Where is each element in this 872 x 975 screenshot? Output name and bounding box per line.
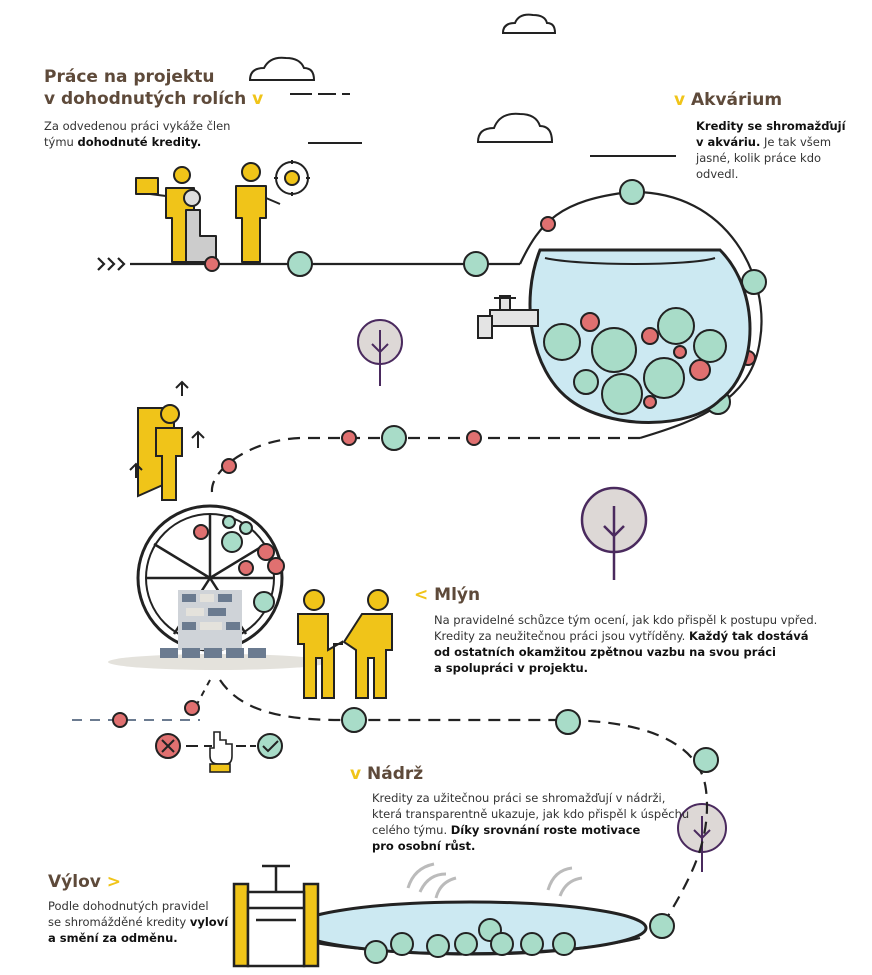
credit-coral [204, 256, 220, 272]
mill-bold-line2: Každý tak dostává [688, 629, 809, 643]
gear-cycle-icon [274, 160, 310, 196]
credit-mint [741, 269, 767, 295]
handshake-icon [297, 589, 393, 699]
water-wheel-icon [108, 504, 328, 670]
climbing-person-icon [129, 380, 205, 501]
mill-description: Na pravidelné schůzce tým ocení, jak kdo… [434, 612, 854, 676]
mill-bold-line3: od ostatních okamžitou zpětnou vazbu na … [434, 645, 776, 659]
mill-text-line2: Kredity za neužitečnou práci jsou vytříd… [434, 629, 689, 643]
chevron-down-icon: v [674, 90, 686, 110]
aquarium-title-text: Akvárium [691, 90, 783, 110]
catch-text-line1: Podle dohodnutých pravidel [48, 899, 209, 913]
credit-mint [463, 251, 489, 277]
aquarium-bold-line2: v akváriu. [696, 135, 761, 149]
tree-icon [677, 803, 727, 872]
credit-path-lower [195, 679, 211, 707]
aquarium-title: v Akvárium [674, 90, 782, 110]
credit-coral [466, 430, 482, 446]
credit-mint [649, 913, 675, 939]
chevron-right-icon: > [106, 872, 121, 892]
work-title-line2: v dohodnutých rolích [44, 89, 247, 109]
accept-icon [257, 733, 283, 759]
cloud-icon [476, 112, 676, 157]
catch-title-text: Výlov [48, 872, 101, 892]
aquarium-text-line3: jasné, kolik práce kdo [696, 151, 822, 165]
catch-title: Výlov > [48, 872, 121, 892]
credit-coral [341, 430, 357, 446]
tank-pond [292, 900, 648, 964]
chevron-down-icon: v [252, 89, 264, 109]
work-text-bold: dohodnuté kredity. [77, 135, 202, 149]
tank-title-text: Nádrž [367, 764, 424, 784]
aquarium-bold-line1: Kredity se shromažďují [696, 119, 846, 133]
tank-title: v Nádrž [350, 764, 423, 784]
catch-bold-line2: vyloví [189, 915, 229, 929]
mill-text-line1: Na pravidelné schůzce tým ocení, jak kdo… [434, 613, 818, 627]
credit-mint [619, 179, 645, 205]
credit-coral [221, 458, 237, 474]
cloud-icon [248, 56, 350, 95]
credit-mint [693, 747, 719, 773]
gate-icon [232, 864, 320, 968]
cloud-icon [501, 13, 557, 34]
credit-mint [287, 251, 313, 277]
people-working-icon [135, 162, 281, 263]
mill-title-text: Mlýn [434, 585, 481, 605]
hand-pointer-icon [209, 731, 233, 773]
catch-bold-line3: a smění za odměnu. [48, 931, 178, 945]
mill-bold-line4: a spolupráci v projektu. [434, 661, 589, 675]
credit-mint [555, 709, 581, 735]
tank-text-line3: celého týmu. [372, 823, 451, 837]
tank-bold-line3: Díky srovnání roste motivace [450, 823, 641, 837]
aquarium-bowl [528, 248, 752, 424]
credit-mint [341, 707, 367, 733]
tree-icon [357, 319, 403, 386]
credit-coral [184, 700, 200, 716]
mill-title: < Mlýn [414, 585, 480, 605]
work-title-line1: Práce na projektu [44, 67, 215, 87]
credit-mint [381, 425, 407, 451]
credit-coral [112, 712, 128, 728]
reject-icon [155, 733, 181, 759]
aquarium-text-line4: odvedl. [696, 167, 739, 181]
credit-path-lower [219, 679, 708, 927]
work-text-line1: Za odvedenou práci vykáže člen [44, 119, 231, 133]
work-title: Práce na projektu v dohodnutých rolích v [44, 66, 263, 110]
chevron-down-icon: v [350, 764, 362, 784]
tank-description: Kredity za užitečnou práci se shromažďuj… [372, 790, 702, 854]
tank-text-line2: která transparentně ukazuje, jak kdo při… [372, 807, 690, 821]
faucet-icon [477, 295, 539, 339]
tree-icon [580, 486, 648, 580]
catch-text-line2: se shromážděné kredity [48, 915, 190, 929]
work-text-line2: týmu [44, 135, 78, 149]
tank-bold-line4: pro osobní růst. [372, 839, 476, 853]
aquarium-text-line2: Je tak všem [760, 135, 832, 149]
aquarium-description: Kredity se shromažďují v akváriu. Je tak… [696, 118, 866, 182]
tank-text-line1: Kredity za užitečnou práci se shromažďuj… [372, 791, 666, 805]
catch-description: Podle dohodnutých pravidel se shromážděn… [48, 898, 238, 946]
work-description: Za odvedenou práci vykáže člen týmu doho… [44, 118, 264, 150]
grass-icon [406, 862, 583, 899]
chevron-left-icon: < [414, 585, 429, 605]
credit-path-mid [210, 436, 640, 493]
credit-coral [540, 216, 556, 232]
